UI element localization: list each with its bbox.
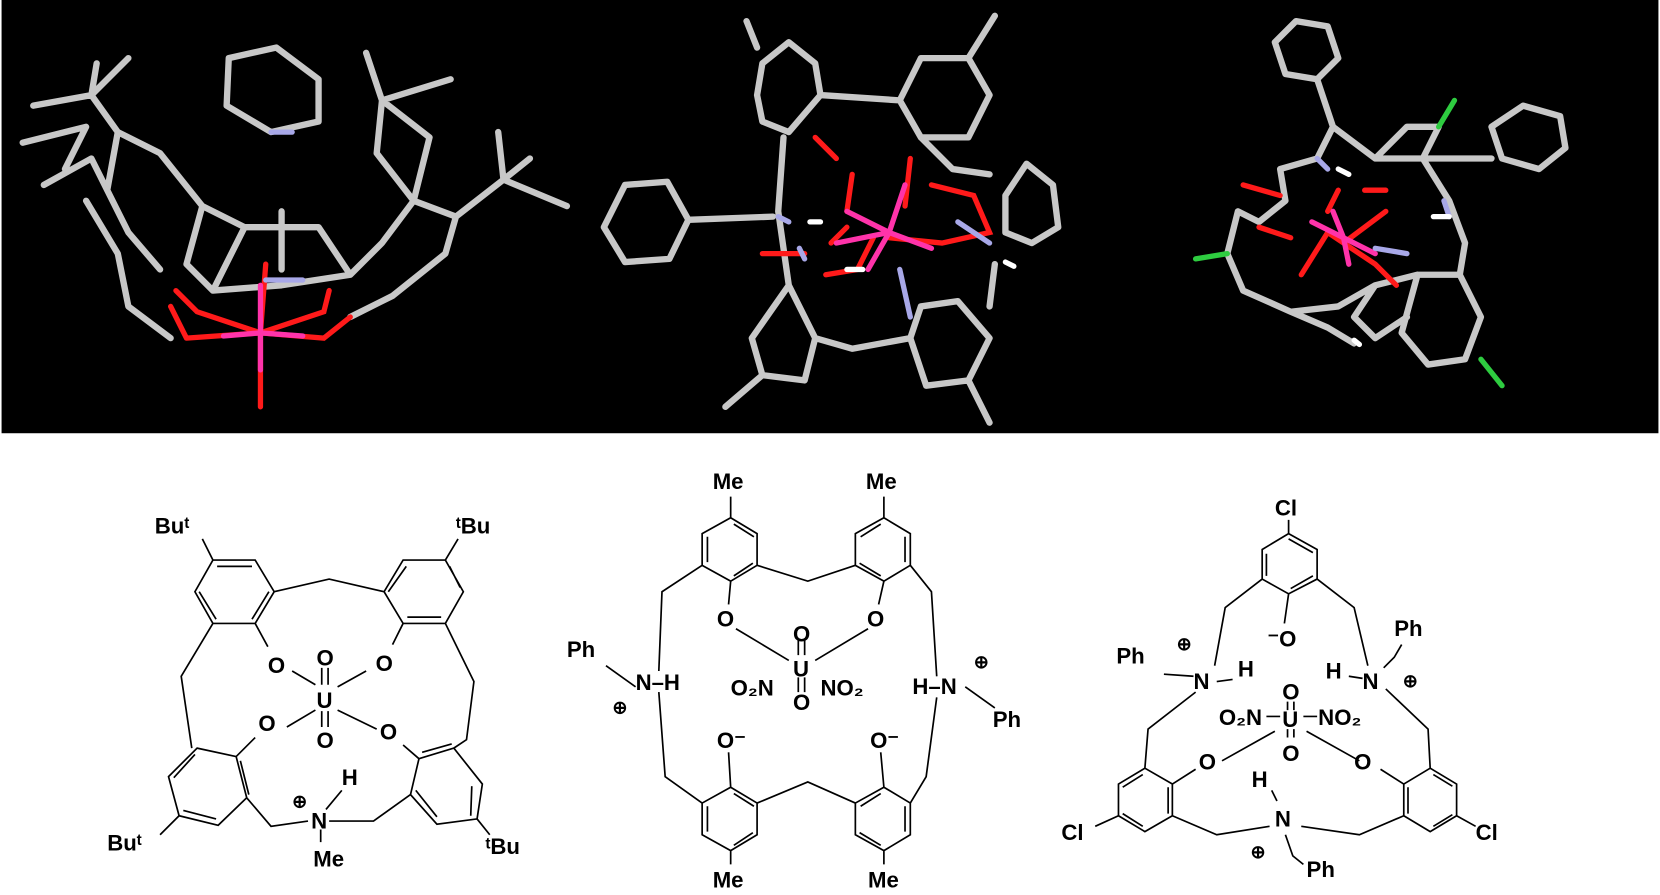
chlorine-label: Cl	[1061, 820, 1083, 845]
phenolate-oxygen-label: O⁻	[717, 728, 746, 753]
ammonium-label-right: H–N	[912, 674, 956, 699]
tbu-label-top-right: ᵗBu	[456, 514, 490, 539]
crystal-structures-panel	[1, 0, 1659, 434]
positive-charge: ⊕	[1177, 634, 1192, 654]
crystal-structure-3	[1192, 17, 1569, 389]
phenyl-label: Ph	[1116, 644, 1144, 669]
uranyl-oxygen-bottom: O	[316, 728, 333, 753]
positive-charge: ⊕	[612, 697, 627, 717]
methyl-label: Me	[713, 868, 744, 893]
phenolate-oxygen-label: ⁻O	[1267, 627, 1296, 652]
oxygen-label: O	[1354, 749, 1371, 774]
nitrogen-label: N	[311, 808, 327, 833]
structure-2: Me Me Me Me O O O⁻ O⁻ O O U O₂N NO₂ N–H …	[567, 469, 1021, 892]
phenyl-label: Ph	[1394, 616, 1422, 641]
oxygen-label: O	[1199, 749, 1216, 774]
oxygen-label: O	[258, 711, 275, 736]
nitrate-label-left: O₂N	[731, 675, 774, 700]
phenolate-oxygen-label: O⁻	[870, 728, 899, 753]
ammonium-label-left: N–H	[636, 670, 680, 695]
hydrogen-label: H	[342, 765, 358, 790]
oxygen-label: O	[268, 653, 285, 678]
tbu-label-top-left: Buᵗ	[155, 514, 190, 539]
oxygen-label: O	[867, 607, 884, 632]
nitrate-label-right: NO₂	[820, 675, 863, 700]
nitrate-label-left: O₂N	[1219, 705, 1262, 730]
nitrate-label-right: NO₂	[1318, 705, 1361, 730]
methyl-label: Me	[713, 469, 744, 494]
positive-charge: ⊕	[974, 652, 989, 672]
oxygen-label: O	[717, 607, 734, 632]
nitrogen-label: N	[1193, 669, 1209, 694]
methyl-label: Me	[868, 868, 899, 893]
phenyl-label: Ph	[993, 707, 1021, 732]
uranyl-oxygen-bottom: O	[1282, 741, 1299, 766]
hydrogen-label: H	[1252, 767, 1268, 792]
methyl-label: Me	[313, 846, 344, 871]
structure-3: Cl Cl Cl ⁻O O O O O U O₂N NO₂ N N N H H …	[1061, 496, 1497, 882]
methyl-label: Me	[866, 469, 897, 494]
phenyl-label: Ph	[1307, 857, 1335, 882]
uranyl-oxygen-top: O	[793, 621, 810, 646]
chlorine-label: Cl	[1275, 496, 1297, 521]
uranium-label: U	[1282, 707, 1298, 732]
structure-1: Buᵗ ᵗBu Buᵗ ᵗBu O O O O O O U N H Me ⊕	[107, 514, 520, 872]
nitrogen-label: N	[1275, 806, 1291, 831]
crystal-structure-1	[19, 44, 571, 410]
crystal-structure-2	[600, 12, 1062, 426]
positive-charge: ⊕	[1251, 842, 1266, 862]
uranyl-oxygen-bottom: O	[793, 690, 810, 715]
chlorine-label: Cl	[1476, 820, 1498, 845]
uranyl-oxygen-top: O	[316, 646, 333, 671]
tbu-label-bottom-right: ᵗBu	[486, 834, 520, 859]
positive-charge: ⊕	[292, 791, 307, 811]
oxygen-label: O	[380, 720, 397, 745]
hydrogen-label: H	[1238, 656, 1254, 681]
phenyl-label: Ph	[567, 637, 595, 662]
uranium-label: U	[316, 688, 332, 713]
uranium-label: U	[793, 656, 809, 681]
hydrogen-label: H	[1326, 658, 1342, 683]
positive-charge: ⊕	[1403, 671, 1418, 691]
uranyl-oxygen-top: O	[1282, 680, 1299, 705]
oxygen-label: O	[376, 651, 393, 676]
nitrogen-label: N	[1363, 669, 1379, 694]
tbu-label-bottom-left: Buᵗ	[107, 831, 142, 856]
